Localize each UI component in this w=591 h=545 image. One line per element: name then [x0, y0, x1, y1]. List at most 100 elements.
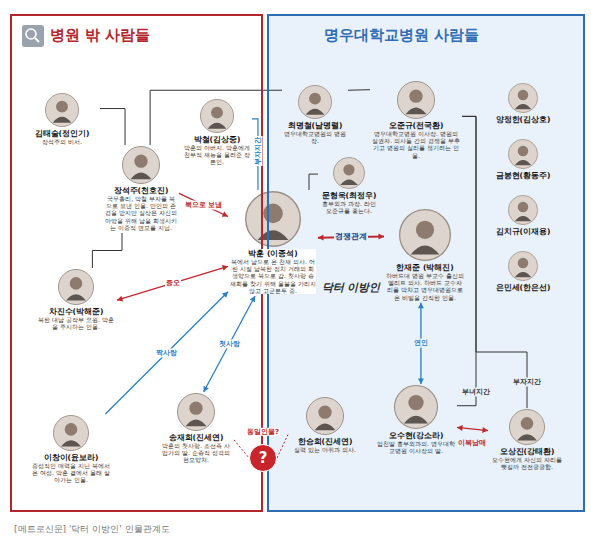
portrait [58, 269, 93, 304]
character-card: 양정한(김상호) [487, 82, 559, 126]
portrait [397, 81, 434, 118]
character-name: 차진수(박해준) [37, 307, 115, 316]
arrow-head [457, 425, 463, 431]
relation-connector [309, 174, 318, 190]
panel-heading: 명우대학교병원 사람들 [324, 26, 479, 44]
character-name: 금봉현(황동주) [489, 171, 557, 180]
connector-line [309, 174, 318, 190]
mystery-mark: ? [249, 444, 277, 472]
connector-line [204, 296, 255, 392]
portrait [53, 415, 88, 450]
character-description: 북에서 남으로 온 천재 의사. 어린 시절 남북한 정치 거래의 희생양으로 … [230, 258, 316, 294]
portrait [306, 397, 343, 434]
relation-label: 부녀지간 [461, 388, 491, 397]
relation-label: 부자지간 [512, 378, 542, 387]
connector-line [92, 233, 122, 268]
character-card: 오준규(전국환)명우대학교병원 이사장. 병원의 실권자. 의사들 간의 경쟁을… [370, 80, 462, 161]
character-name: 이창이(윤보라) [30, 453, 112, 462]
portrait [200, 99, 233, 132]
character-name: 최명철(남명렬) [284, 121, 346, 130]
arrow-head [318, 235, 324, 241]
mystery-circle-fill [250, 445, 277, 472]
character-card: 문형욱(최정우)흉부외과 과장. 라인 오준규를 좇는다. [318, 156, 380, 216]
relation-label: 북으로 보냄 [184, 200, 223, 209]
character-description: 흉부외과 과장. 라인 오준규를 좇는다. [320, 200, 378, 214]
panel-fill [269, 16, 583, 510]
lead-character-card: 박훈 (이종석)북에서 남으로 온 천재 의사. 어린 시절 남북한 정치 거래… [228, 190, 318, 296]
character-card: 이창이(윤보라)중성적인 매력을 지닌 북에서 온 여성. 박훈 곁에서 몰래 … [28, 414, 114, 486]
character-card: 금봉현(황동주) [487, 138, 559, 182]
connector-line [105, 292, 228, 414]
relation-connector [348, 89, 370, 91]
connector-line [234, 440, 249, 458]
portrait [298, 85, 331, 118]
character-card: 오수현(강소라)엄친딸 흉부외과의. 명우대학교병원 이사장의 딸. [375, 384, 457, 456]
character-name: 박훈 (이종석) [230, 249, 316, 258]
character-name: 양정한(김상호) [489, 115, 557, 124]
portrait [177, 393, 214, 430]
character-description: 북한 대남 공작부 요원. 박훈을 주시하는 인물. [37, 316, 115, 330]
character-name: 박철(김상중) [184, 135, 250, 144]
portrait [508, 251, 537, 280]
relation-label: 증오 [165, 279, 181, 288]
arrow-head [222, 292, 228, 298]
identity-question: 동일인물? [246, 428, 280, 436]
character-description: 실력 있는 마취과 의사. [290, 446, 360, 453]
arrow-head [204, 386, 209, 392]
character-card: 장석주(천호진)국무총리, 박철 부자를 북으로 보낸 인물. 만인의 존경을 … [103, 145, 179, 233]
relation-label: 짝사랑 [155, 348, 178, 357]
drama-logo: 닥터 이방인 [321, 281, 382, 294]
portrait [508, 83, 537, 112]
relation-label: 경쟁관계 [334, 232, 368, 242]
zoom-icon [22, 25, 44, 47]
relation-connector [457, 425, 488, 433]
relation-connector [117, 265, 228, 301]
character-card: 김치규(이재용) [487, 194, 559, 238]
connector-line [462, 116, 527, 408]
character-name: 오상진(강태환) [490, 447, 564, 456]
character-description: 박훈의 아버지. 박훈에게 천부적 재능을 물려준 장본인. [184, 144, 250, 166]
character-card: 은민세(한은선) [487, 250, 559, 294]
character-description: 하버드대 병원 부교수 출신의 엘리트 의사. 하버드 교수자리를 박차고 명우… [386, 272, 464, 301]
connector-line [277, 434, 288, 458]
character-name: 한재준 (박해진) [386, 263, 464, 272]
arrow-head [418, 303, 424, 309]
connector-line [457, 116, 476, 405]
character-card: 오상진(강태환)오수현에게 자신의 자리를 뺏길까 전전긍긍함. [488, 408, 566, 472]
character-description: 명우대학교병원 이사장. 병원의 실권자. 의사들 간의 경쟁을 부추기고 병원… [372, 130, 460, 159]
character-card: 송재희(진세연)박훈의 첫사랑. 조선족 사업가의 딸. 순종적 성격의 현모양… [158, 392, 234, 466]
relation-label: 부자지간 [253, 136, 262, 166]
character-card: 김태술(정인기)장석주의 비서. [24, 92, 100, 147]
relation-connector [277, 434, 288, 458]
relation-connector [100, 109, 125, 145]
relation-connector [105, 292, 228, 414]
character-description: 엄친딸 흉부외과의. 명우대학교병원 이사장의 딸. [377, 440, 455, 454]
arrow-head [418, 378, 424, 384]
character-name: 송재희(진세연) [160, 433, 232, 442]
arrow-head [222, 265, 228, 271]
character-name: 오준규(전국환) [372, 121, 460, 130]
arrow-head [222, 211, 228, 216]
panel-heading: 병원 밖 사람들 [50, 26, 150, 44]
relation-connector [234, 440, 249, 458]
relation-connector [457, 116, 476, 405]
portrait [122, 146, 159, 183]
character-card: 한재준 (박해진)하버드대 병원 부교수 출신의 엘리트 의사. 하버드 교수자… [384, 208, 466, 303]
portrait [508, 139, 537, 168]
connector-line [100, 109, 125, 145]
character-card: 한승희(진세연)실력 있는 마취과 의사. [288, 396, 362, 455]
connector-line [179, 193, 228, 216]
arrow-head [482, 427, 488, 433]
portrait [509, 409, 544, 444]
portrait [400, 210, 451, 261]
portrait [395, 386, 438, 429]
caption: [메트로신문] '닥터 이방인' 인물관계도 [14, 523, 170, 536]
character-description: 박훈의 첫사랑. 조선족 사업가의 딸. 순종적 성격의 현모양처. [160, 442, 232, 464]
portrait [333, 157, 364, 188]
character-card: 차진수(박해준)북한 대남 공작부 요원. 박훈을 주시하는 인물. [35, 268, 117, 332]
connector-line [117, 266, 228, 300]
character-description: 중성적인 매력을 지닌 북에서 온 여성. 박훈 곁에서 몰래 살아가는 인물. [30, 462, 112, 484]
character-name: 김치규(이재용) [489, 227, 557, 236]
portraits [45, 81, 544, 450]
character-name: 문형욱(최정우) [320, 191, 378, 200]
